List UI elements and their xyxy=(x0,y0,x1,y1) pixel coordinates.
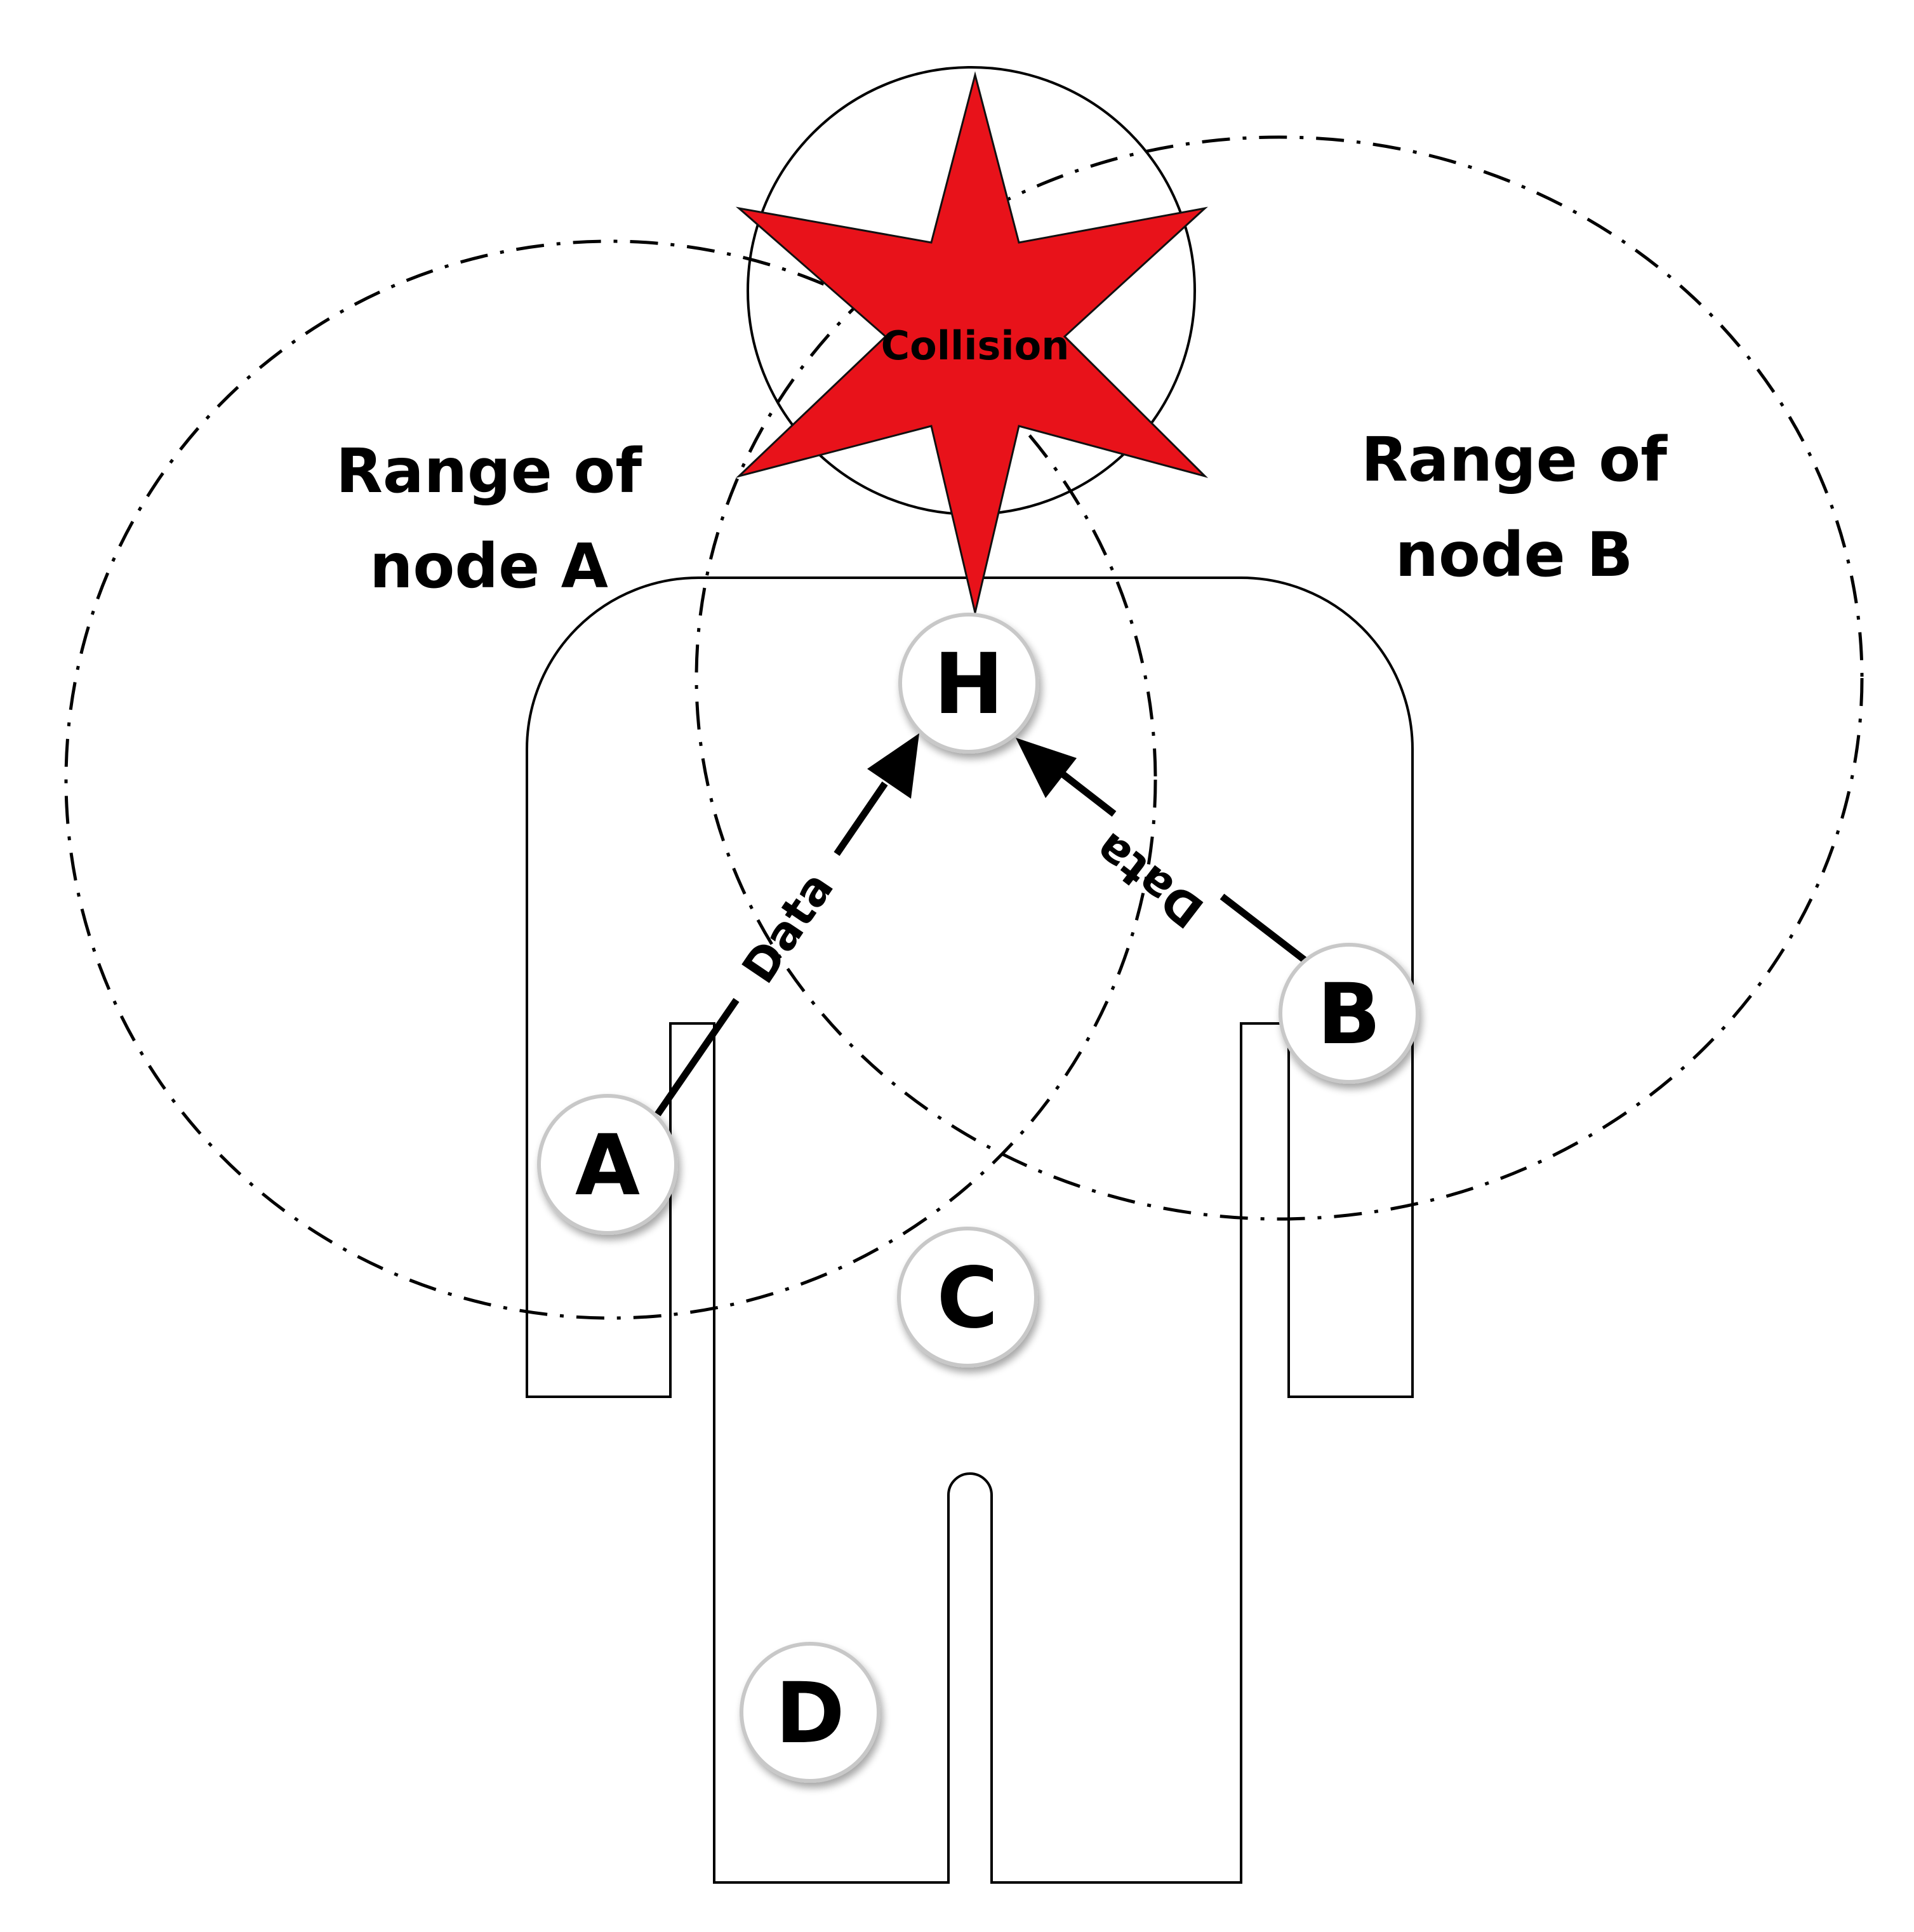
arrow-head-b-to-h-icon xyxy=(1016,738,1077,798)
range-b-label-line2: node B xyxy=(1395,519,1633,590)
collision-star-icon xyxy=(735,71,1209,613)
arrow-a-to-h: Data xyxy=(655,733,919,1117)
arrow-head-a-to-h-icon xyxy=(867,733,919,799)
body-outline xyxy=(526,576,1414,1884)
link-a-to-h-label: Data xyxy=(732,862,844,993)
range-node-b-ellipse xyxy=(694,135,1864,1221)
node-a-label: A xyxy=(575,1117,640,1215)
node-c: C xyxy=(897,1227,1038,1368)
node-d: D xyxy=(740,1642,881,1783)
node-d-label: D xyxy=(775,1665,845,1762)
range-a-label-line2: node A xyxy=(369,531,608,602)
collision-label: Collision xyxy=(881,323,1070,369)
range-a-label-line1: Range of xyxy=(336,436,642,507)
node-b-label: B xyxy=(1317,966,1381,1063)
node-c-label: C xyxy=(937,1249,999,1347)
link-b-to-h-label: Data xyxy=(1084,822,1213,938)
node-h-label: H xyxy=(934,636,1004,733)
arrow-b-to-h: Data xyxy=(1016,738,1307,963)
node-h: H xyxy=(898,613,1039,754)
node-b: B xyxy=(1279,943,1419,1084)
node-a: A xyxy=(537,1094,678,1235)
range-b-label-line1: Range of xyxy=(1361,424,1668,495)
range-node-a-ellipse xyxy=(64,239,1157,1320)
